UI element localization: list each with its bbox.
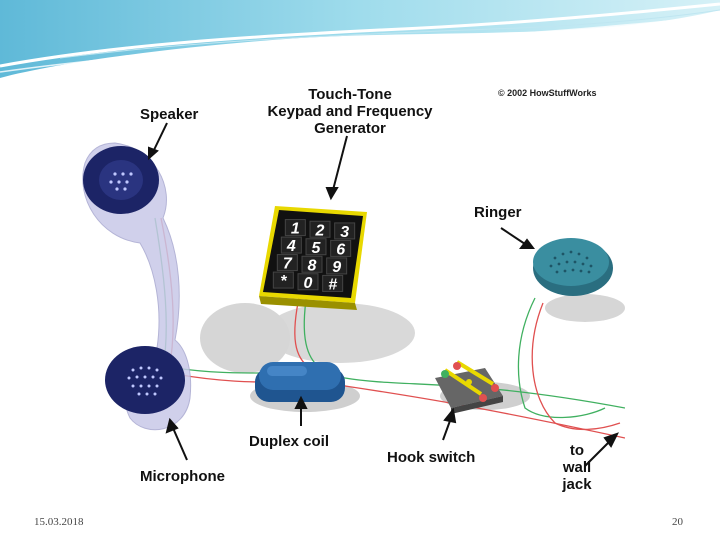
ringer (533, 238, 613, 296)
keypad-key-bg (280, 236, 302, 254)
keypad-key-bg (276, 254, 298, 272)
label-to-wall-jack-line2: wall (562, 459, 592, 476)
microphone-grille-dots (127, 366, 163, 396)
label-to-wall-jack: to wall jack (556, 442, 598, 493)
keypad-key-bg (305, 238, 327, 256)
label-speaker: Speaker (140, 106, 199, 123)
label-to-wall-jack-line1: to (569, 442, 585, 459)
keypad-key-bg (301, 255, 323, 273)
keypad-key-1: 1 (291, 221, 300, 238)
ringer-shadow (545, 294, 625, 322)
keypad-key-0: 0 (304, 275, 313, 292)
keypad-key-bg (330, 239, 352, 257)
keypad-key-6: 6 (336, 241, 345, 258)
callout-arrows (148, 122, 619, 467)
speaker-grille-dots (109, 172, 133, 191)
duplex-coil (255, 362, 345, 402)
keypad-key-bg (309, 220, 331, 238)
label-hook-switch: Hook switch (387, 449, 476, 466)
keypad-key-2: 2 (315, 222, 325, 239)
keypad-key-*: * (280, 273, 287, 290)
handset (82, 142, 192, 431)
footer-page-number: 20 (672, 516, 683, 528)
keypad-key-bg (326, 257, 348, 275)
hook-switch (435, 360, 503, 414)
label-touch-tone-line2: Keypad and Frequency (267, 103, 433, 120)
keypad-shadow (265, 303, 415, 363)
keypad-key-9: 9 (332, 259, 341, 276)
keypad-key-bg (297, 273, 319, 291)
label-microphone: Microphone (140, 468, 225, 485)
microphone-mouthpiece (105, 346, 185, 414)
label-to-wall-jack-line3: jack (562, 476, 592, 493)
label-ringer: Ringer (474, 204, 522, 221)
keypad-key-bg (322, 274, 344, 292)
keypad-key-bg (284, 219, 306, 237)
keypad-key-8: 8 (308, 257, 317, 274)
keypad-key-bg (334, 222, 356, 240)
label-duplex-coil: Duplex coil (249, 433, 330, 450)
keypad-key-3: 3 (340, 224, 349, 241)
keypad-key-7: 7 (283, 256, 293, 273)
header-wave-banner (0, 0, 720, 78)
footer-date: 15.03.2018 (34, 516, 84, 528)
keypad-key-5: 5 (312, 240, 322, 257)
label-touch-tone-line1: Touch-Tone (308, 86, 392, 103)
keypad-key-#: # (328, 276, 337, 293)
handset-shadow (200, 303, 290, 373)
label-touch-tone-line3: Generator (314, 120, 386, 137)
label-touch-tone: Touch-Tone Keypad and Frequency Generato… (255, 86, 445, 137)
copyright-notice: © 2002 HowStuffWorks (498, 88, 597, 98)
keypad-key-bg (272, 271, 294, 289)
keypad-key-4: 4 (286, 238, 296, 255)
